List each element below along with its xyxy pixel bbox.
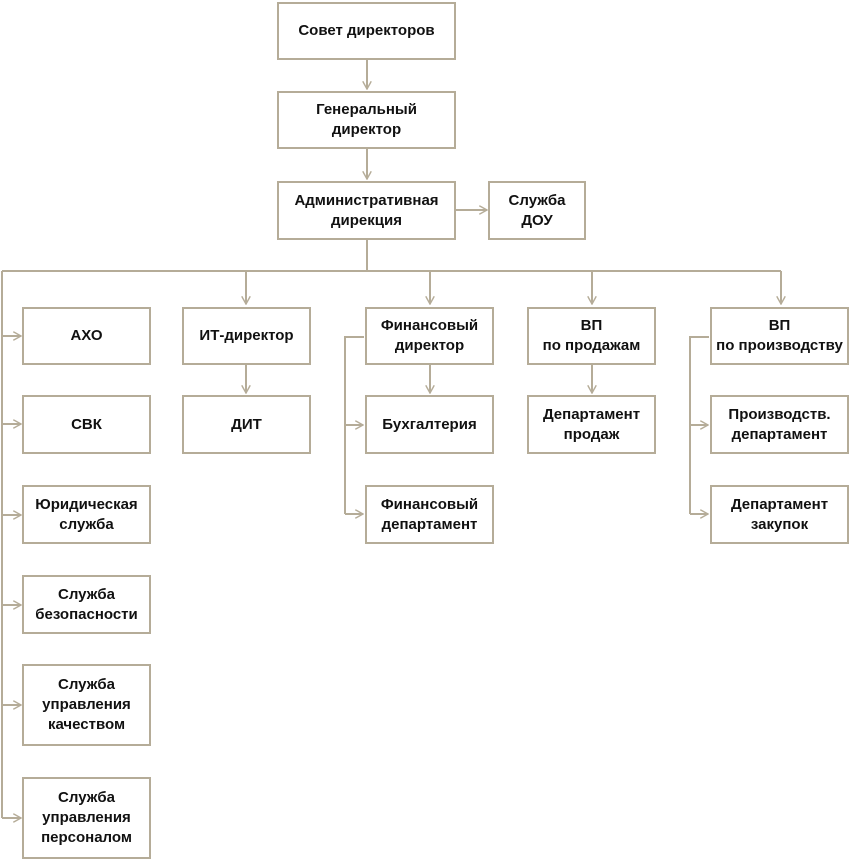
node-board-of-directors: Совет директоров bbox=[277, 2, 456, 60]
node-security-service: Служба безопасности bbox=[22, 575, 151, 634]
node-admin-directorate: Административная дирекция bbox=[277, 181, 456, 240]
cfo-side-spine-line bbox=[344, 336, 364, 514]
node-finance-department: Финансовый департамент bbox=[365, 485, 494, 544]
node-cfo: Финансовый директор bbox=[365, 307, 494, 365]
node-dou-service: Служба ДОУ bbox=[488, 181, 586, 240]
node-it-director: ИТ-директор bbox=[182, 307, 311, 365]
node-legal-service: Юридическая служба bbox=[22, 485, 151, 544]
node-hr-service: Служба управления персоналом bbox=[22, 777, 151, 859]
node-sales-department: Департамент продаж bbox=[527, 395, 656, 454]
node-svk: СВК bbox=[22, 395, 151, 454]
vp-production-side-spine-line bbox=[689, 336, 709, 514]
node-accounting: Бухгалтерия bbox=[365, 395, 494, 454]
node-vp-sales: ВП по продажам bbox=[527, 307, 656, 365]
node-production-department: Производств. департамент bbox=[710, 395, 849, 454]
node-ceo: Генеральный директор bbox=[277, 91, 456, 149]
node-aho: АХО bbox=[22, 307, 151, 365]
node-vp-production: ВП по производству bbox=[710, 307, 849, 365]
node-purchasing-department: Департамент закупок bbox=[710, 485, 849, 544]
node-dit: ДИТ bbox=[182, 395, 311, 454]
node-quality-service: Служба управления качеством bbox=[22, 664, 151, 746]
